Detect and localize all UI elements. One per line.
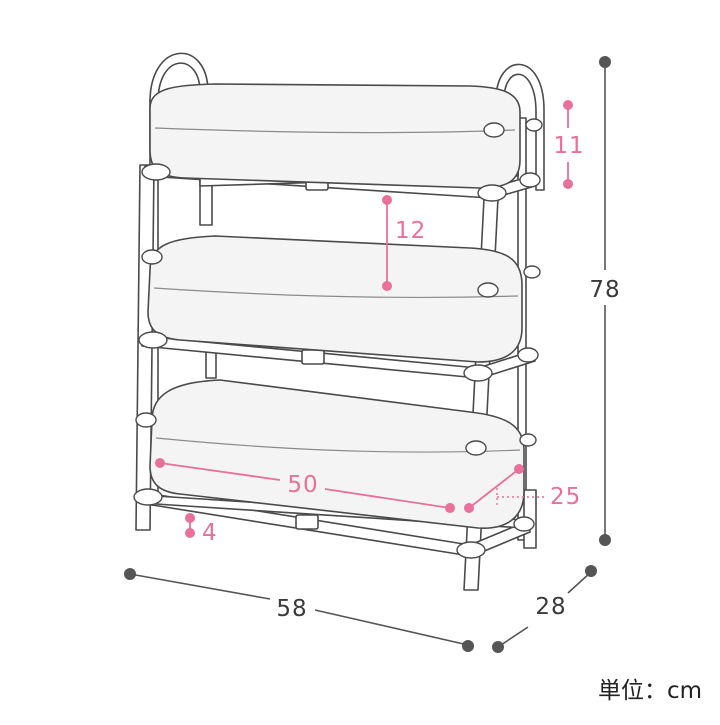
- width-label: 58: [276, 596, 307, 622]
- height-label: 78: [589, 277, 620, 303]
- cushion-top: [149, 83, 521, 189]
- cushion-bottom: [149, 379, 525, 529]
- binding-wraps: [133, 118, 543, 559]
- bottom-clearance-label: 4: [202, 520, 218, 546]
- rattan-rack-illustration: [133, 52, 545, 591]
- inner-width-dimension: 50: [155, 458, 455, 513]
- inner-depth-dimension: 25: [464, 464, 581, 513]
- rail-clip-3: [295, 514, 319, 530]
- top-clearance-label: 11: [553, 133, 584, 159]
- inner-width-label: 50: [287, 472, 318, 498]
- shelf-gap-dimension: 12: [382, 195, 426, 291]
- shelf-gap-label: 12: [395, 218, 426, 244]
- top-clearance-dimension: 11: [553, 100, 584, 189]
- bottom-clearance-dimension: 4: [185, 513, 218, 546]
- inner-depth-label: 25: [550, 484, 581, 510]
- depth-dimension: 28: [492, 565, 597, 653]
- cushion-middle: [147, 235, 523, 363]
- unit-label: 単位：cm: [598, 678, 702, 704]
- height-dimension: 78: [589, 56, 620, 546]
- depth-label: 28: [535, 594, 566, 620]
- rail-clip-2: [301, 349, 325, 365]
- width-dimension: 58: [124, 568, 474, 652]
